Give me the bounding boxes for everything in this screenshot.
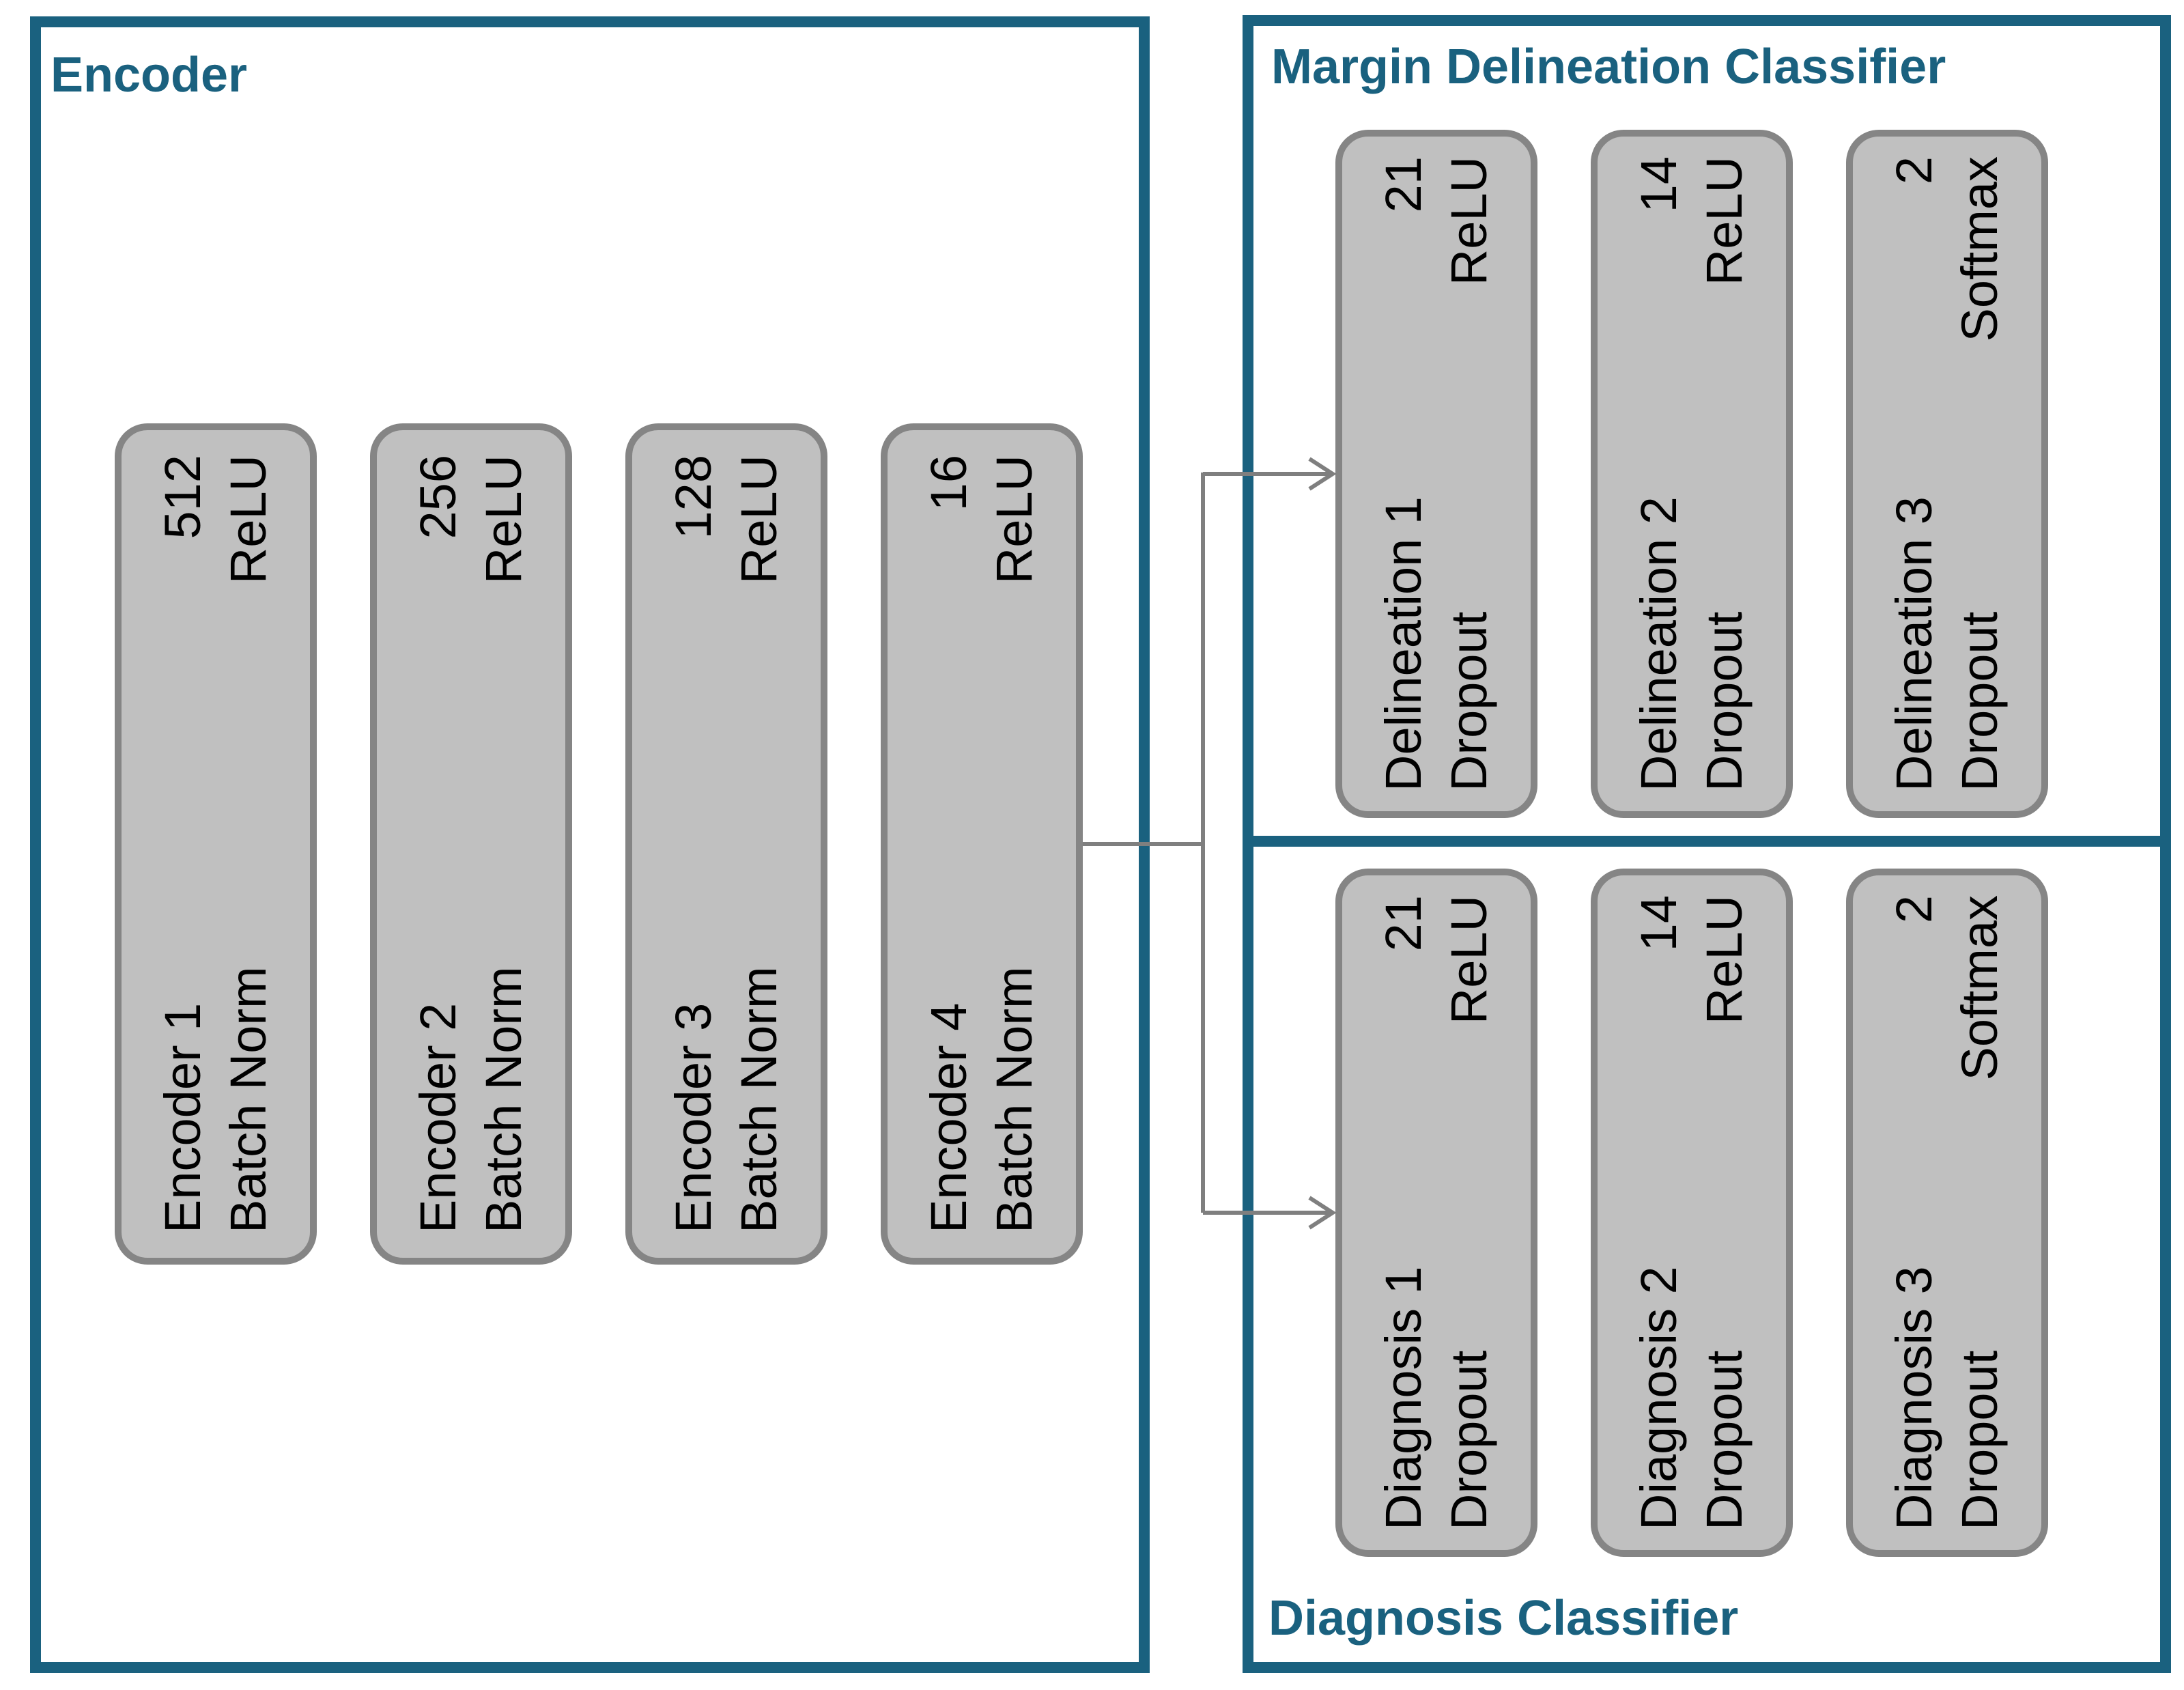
diagnosis-classifier-title: Diagnosis Classifier (1268, 1591, 1739, 1646)
arrowhead-diagnosis (1308, 1196, 1337, 1230)
encoder-title: Encoder (51, 48, 248, 102)
arrowhead-delineation (1308, 457, 1337, 491)
margin-classifier-title: Margin Delineation Classifier (1271, 40, 1946, 94)
